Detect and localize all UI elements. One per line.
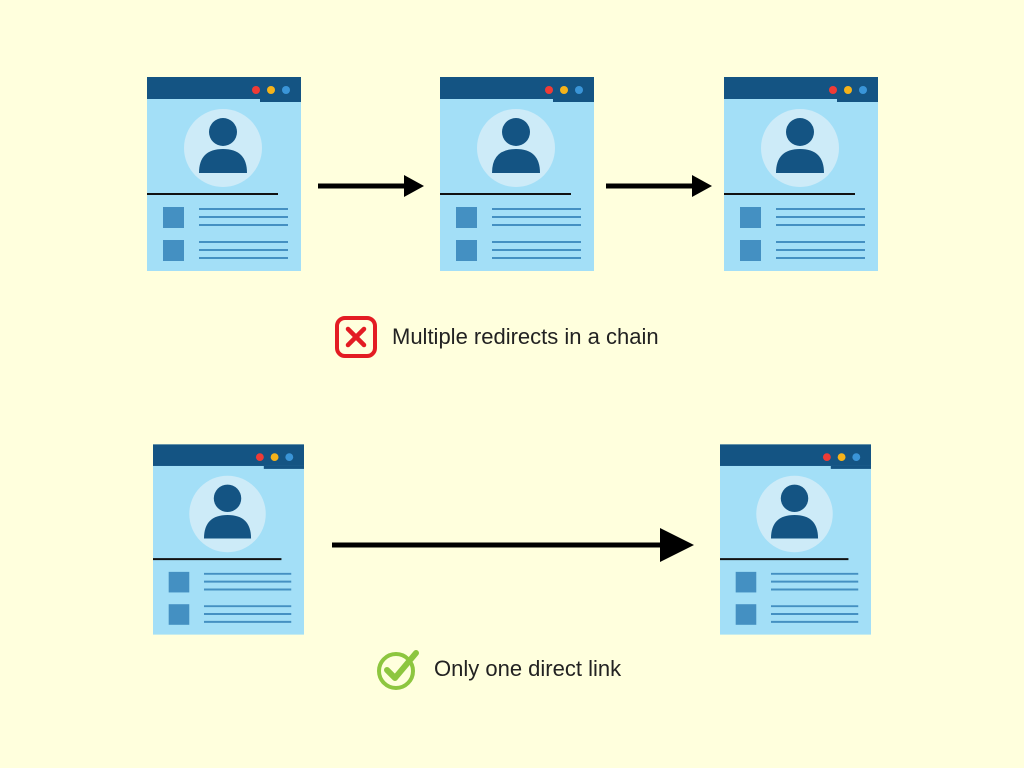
header-tab bbox=[837, 99, 878, 102]
page-header-bar bbox=[440, 77, 594, 99]
page-header-bar bbox=[147, 77, 301, 99]
arrow-right-long-icon bbox=[332, 528, 694, 562]
header-tab bbox=[830, 465, 871, 469]
avatar-body bbox=[203, 514, 252, 539]
avatar-body bbox=[776, 149, 824, 173]
content-square bbox=[456, 240, 477, 261]
avatar-body bbox=[199, 149, 247, 173]
window-dot-yellow bbox=[560, 86, 568, 94]
window-dot-yellow bbox=[837, 453, 846, 462]
content-square bbox=[168, 604, 190, 625]
content-square bbox=[740, 207, 761, 228]
window-dot-yellow bbox=[844, 86, 852, 94]
window-dot-blue bbox=[282, 86, 290, 94]
avatar-body bbox=[492, 149, 540, 173]
window-dot-blue bbox=[852, 453, 861, 462]
content-square bbox=[740, 240, 761, 261]
window-dot-blue bbox=[859, 86, 867, 94]
red-x-box-icon bbox=[335, 316, 377, 358]
content-square bbox=[163, 240, 184, 261]
window-dot-red bbox=[829, 86, 837, 94]
page-header-bar bbox=[724, 77, 878, 99]
page-header-bar bbox=[153, 444, 304, 466]
green-check-circle-icon bbox=[377, 650, 419, 690]
content-square bbox=[163, 207, 184, 228]
profile-page-icon bbox=[720, 444, 871, 635]
content-square bbox=[735, 604, 757, 625]
page-header-bar bbox=[720, 444, 871, 466]
profile-page-icon bbox=[153, 444, 304, 635]
user-avatar-icon bbox=[209, 118, 237, 146]
window-dot-blue bbox=[285, 453, 294, 462]
header-tab bbox=[260, 99, 301, 102]
content-square bbox=[168, 571, 190, 593]
header-tab bbox=[553, 99, 594, 102]
avatar-body bbox=[770, 514, 819, 539]
user-avatar-icon bbox=[786, 118, 814, 146]
user-avatar-icon bbox=[213, 484, 242, 513]
arrow-right-icon bbox=[318, 175, 424, 197]
bad-caption-text: Multiple redirects in a chain bbox=[392, 324, 659, 349]
arrow-right-icon bbox=[606, 175, 712, 197]
window-dot-yellow bbox=[270, 453, 279, 462]
good-caption-text: Only one direct link bbox=[434, 656, 622, 681]
window-dot-blue bbox=[575, 86, 583, 94]
window-dot-red bbox=[255, 453, 264, 462]
window-dot-red bbox=[822, 453, 831, 462]
profile-page-icon bbox=[440, 77, 594, 271]
window-dot-red bbox=[545, 86, 553, 94]
window-dot-yellow bbox=[267, 86, 275, 94]
window-dot-red bbox=[252, 86, 260, 94]
header-tab bbox=[263, 465, 304, 469]
user-avatar-icon bbox=[780, 484, 809, 513]
good-caption: Only one direct link bbox=[376, 647, 621, 691]
content-square bbox=[456, 207, 477, 228]
profile-page-icon bbox=[147, 77, 301, 271]
profile-page-icon bbox=[724, 77, 878, 271]
content-square bbox=[735, 571, 757, 593]
user-avatar-icon bbox=[502, 118, 530, 146]
bad-caption: Multiple redirects in a chain bbox=[334, 315, 659, 359]
